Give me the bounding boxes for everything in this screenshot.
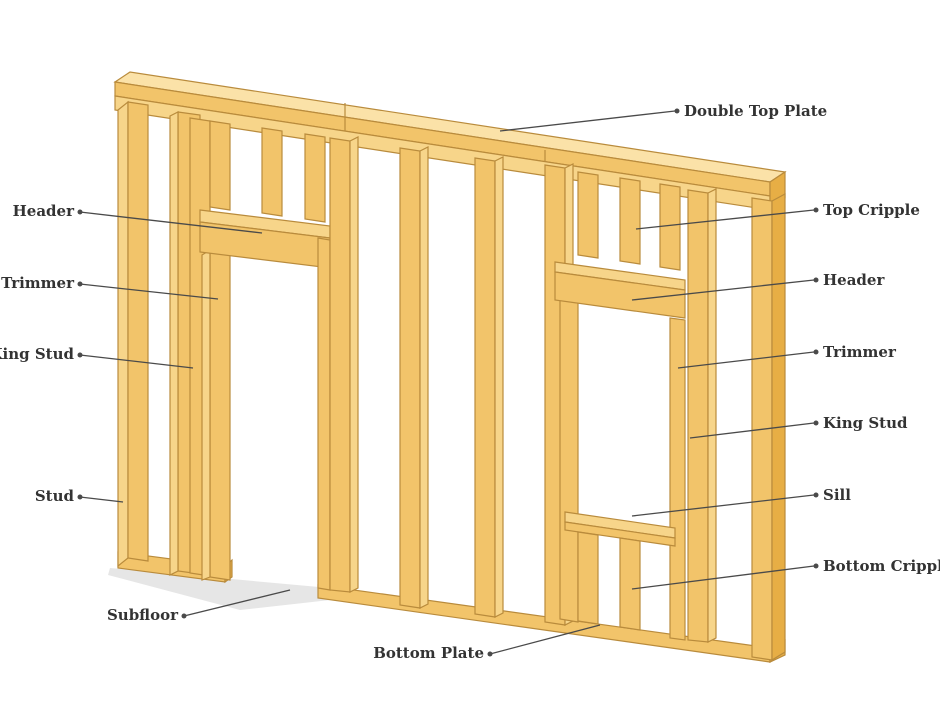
label-king-stud-right: King Stud: [823, 414, 908, 432]
label-trimmer-right: Trimmer: [823, 343, 897, 361]
right-section: [544, 163, 786, 662]
label-double-top-plate: Double Top Plate: [684, 102, 827, 120]
label-header-left: Header: [13, 202, 75, 220]
label-sill: Sill: [823, 486, 851, 504]
middle-studs: [399, 146, 504, 618]
subfloor-shadow: [108, 568, 330, 610]
label-stud: Stud: [35, 487, 75, 505]
label-subfloor: Subfloor: [107, 606, 179, 624]
label-bottom-plate: Bottom Plate: [373, 644, 484, 662]
label-trimmer-left: Trimmer: [1, 274, 75, 292]
label-header-right: Header: [823, 271, 885, 289]
label-bottom-cripple: Bottom Crippl: [823, 557, 940, 575]
leaders: [77, 108, 819, 657]
double-top-plate: [113, 71, 787, 212]
label-king-stud-left: King Stud: [0, 345, 75, 363]
label-top-cripple: Top Cripple: [823, 201, 920, 219]
left-studs: [117, 100, 359, 593]
